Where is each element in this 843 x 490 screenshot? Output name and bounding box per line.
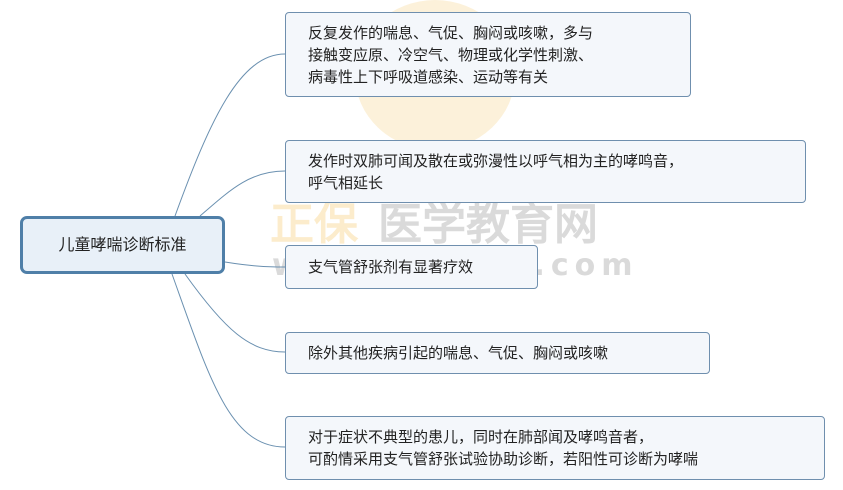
branch-node-2[interactable]: 发作时双肺可闻及散在或弥漫性以呼气相为主的哮鸣音， 呼气相延长 xyxy=(285,140,806,203)
connector-5 xyxy=(171,273,286,448)
connector-4 xyxy=(184,273,286,353)
branch-label: 发作时双肺可闻及散在或弥漫性以呼气相为主的哮鸣音， 呼气相延长 xyxy=(308,151,684,192)
connector-2 xyxy=(199,170,286,217)
branch-node-1[interactable]: 反复发作的喘息、气促、胸闷或咳嗽，多与 接触变应原、冷空气、物理或化学性刺激、 … xyxy=(285,12,691,97)
root-node[interactable]: 儿童哮喘诊断标准 xyxy=(20,216,225,274)
branch-label: 支气管舒张剂有显著疗效 xyxy=(308,258,474,276)
root-label: 儿童哮喘诊断标准 xyxy=(58,235,187,254)
branch-label: 对于症状不典型的患儿，同时在肺部闻及哮鸣音者， 可酌情采用支气管舒张试验协助诊断… xyxy=(308,428,699,468)
branch-label: 反复发作的喘息、气促、胸闷或咳嗽，多与 接触变应原、冷空气、物理或化学性刺激、 … xyxy=(308,23,594,86)
connector-1 xyxy=(174,53,286,217)
branch-node-3[interactable]: 支气管舒张剂有显著疗效 xyxy=(285,245,538,289)
branch-label: 除外其他疾病引起的喘息、气促、胸闷或咳嗽 xyxy=(308,344,609,362)
branch-node-4[interactable]: 除外其他疾病引起的喘息、气促、胸闷或咳嗽 xyxy=(285,332,710,374)
connector-3 xyxy=(224,261,286,268)
branch-node-5[interactable]: 对于症状不典型的患儿，同时在肺部闻及哮鸣音者， 可酌情采用支气管舒张试验协助诊断… xyxy=(285,416,825,480)
